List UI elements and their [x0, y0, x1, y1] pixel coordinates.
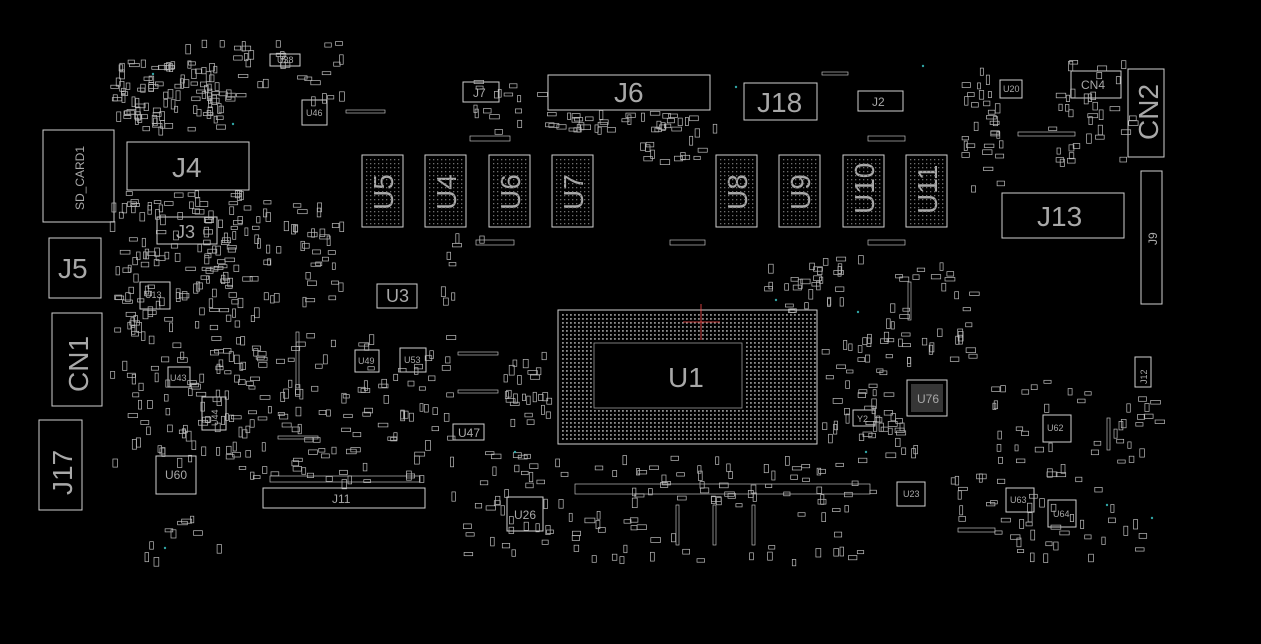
j5-label: J5	[58, 253, 88, 284]
j17-label: J17	[47, 450, 78, 495]
memory-u8[interactable]: U8	[715, 154, 758, 228]
cn1-label: CN1	[63, 336, 94, 392]
u6-label: U6	[495, 174, 526, 210]
j2-label: J2	[872, 95, 885, 109]
u60-label: U60	[165, 468, 187, 482]
j7-label: J7	[473, 86, 486, 100]
j13-connector[interactable]: J13	[1001, 192, 1125, 239]
u46-chip[interactable]: U46	[301, 99, 328, 126]
memory-u7[interactable]: U7	[551, 154, 594, 228]
memory-u9[interactable]: U9	[778, 154, 821, 228]
j9-connector[interactable]: J9	[1140, 170, 1163, 305]
memory-u6[interactable]: U6	[488, 154, 531, 228]
u3-label: U3	[386, 286, 409, 306]
cn2-label: CN2	[1133, 84, 1164, 140]
j3-label: J3	[176, 222, 195, 242]
u43-chip[interactable]: U43	[167, 366, 191, 388]
u76-label: U76	[917, 392, 939, 406]
u49-label: U49	[358, 356, 375, 366]
u10-label: U10	[849, 163, 880, 214]
j6-label: J6	[614, 77, 644, 108]
j4-label: J4	[172, 152, 202, 183]
j17-connector[interactable]: J17	[38, 419, 83, 511]
j7-connector[interactable]: J7	[462, 81, 500, 103]
u7-label: U7	[558, 174, 589, 210]
j11-connector[interactable]: J11	[262, 487, 426, 509]
u63-chip[interactable]: U63	[1005, 487, 1035, 513]
u64-label: U64	[1053, 509, 1070, 519]
u8-label: U8	[722, 174, 753, 210]
cn1-connector[interactable]: CN1	[51, 312, 103, 407]
cn4-connector[interactable]: CN4	[1070, 70, 1122, 99]
u5-label: U5	[368, 174, 399, 210]
u9-label: U9	[785, 174, 816, 210]
u63-label: U63	[1010, 495, 1027, 505]
memory-u11[interactable]: U11	[905, 154, 948, 228]
u1-label: U1	[668, 362, 704, 393]
u11-label: U11	[912, 165, 943, 214]
u62-label: U62	[1047, 423, 1064, 433]
j18-label: J18	[757, 87, 802, 118]
u43-label: U43	[170, 373, 187, 383]
u46-label: U46	[306, 108, 323, 118]
memory-u5[interactable]: U5	[361, 154, 404, 228]
u76-chip[interactable]: U76	[906, 379, 948, 417]
u20-chip[interactable]: U20	[999, 79, 1023, 99]
u49-chip[interactable]: U49	[354, 349, 380, 373]
u1-cpu[interactable]: U1	[366, 159, 944, 445]
memory-u10[interactable]: U10	[842, 154, 885, 228]
u13-label: U13	[145, 290, 162, 300]
j4-connector[interactable]: J4	[126, 141, 250, 191]
cn4-label: CN4	[1081, 78, 1105, 92]
u3-chip[interactable]: U3	[376, 283, 418, 309]
u53-label: U53	[404, 355, 421, 365]
u13-chip[interactable]: U13	[139, 281, 171, 310]
u26-chip[interactable]: U26	[506, 496, 544, 532]
cn2-connector[interactable]: CN2	[1127, 68, 1165, 158]
u53-chip[interactable]: U53	[399, 347, 427, 373]
y2-label: Y2	[857, 414, 868, 424]
j12-label: J12	[1139, 369, 1149, 384]
j18-connector[interactable]: J18	[743, 82, 818, 121]
sd-card1-connector[interactable]: SD_CARD1	[42, 129, 115, 223]
u26-label: U26	[514, 508, 536, 522]
sd-card1-label: SD_CARD1	[73, 146, 87, 210]
u44-label: U44	[210, 409, 220, 426]
y2-crystal[interactable]: Y2	[852, 409, 876, 427]
u1-ball-grid	[366, 159, 944, 440]
u62-chip[interactable]: U62	[1042, 414, 1072, 443]
j6-connector[interactable]: J6	[547, 74, 711, 111]
u23-label: U23	[903, 489, 920, 499]
memory-u4[interactable]: U4	[424, 154, 467, 228]
u60-chip[interactable]: U60	[155, 455, 197, 495]
u4-label: U4	[431, 174, 462, 210]
u47-label: U47	[458, 426, 480, 440]
j11-label: J11	[332, 492, 351, 506]
j12-connector[interactable]: J12	[1134, 356, 1152, 388]
u47-chip[interactable]: U47	[452, 423, 485, 441]
j2-connector[interactable]: J2	[857, 90, 904, 112]
j13-label: J13	[1037, 201, 1082, 232]
small-components	[109, 39, 1165, 567]
u64-chip[interactable]: U64	[1047, 499, 1077, 528]
j5-connector[interactable]: J5	[48, 237, 102, 299]
u23-chip[interactable]: U23	[896, 481, 926, 507]
j9-label: J9	[1146, 232, 1160, 245]
u20-label: U20	[1003, 84, 1020, 94]
